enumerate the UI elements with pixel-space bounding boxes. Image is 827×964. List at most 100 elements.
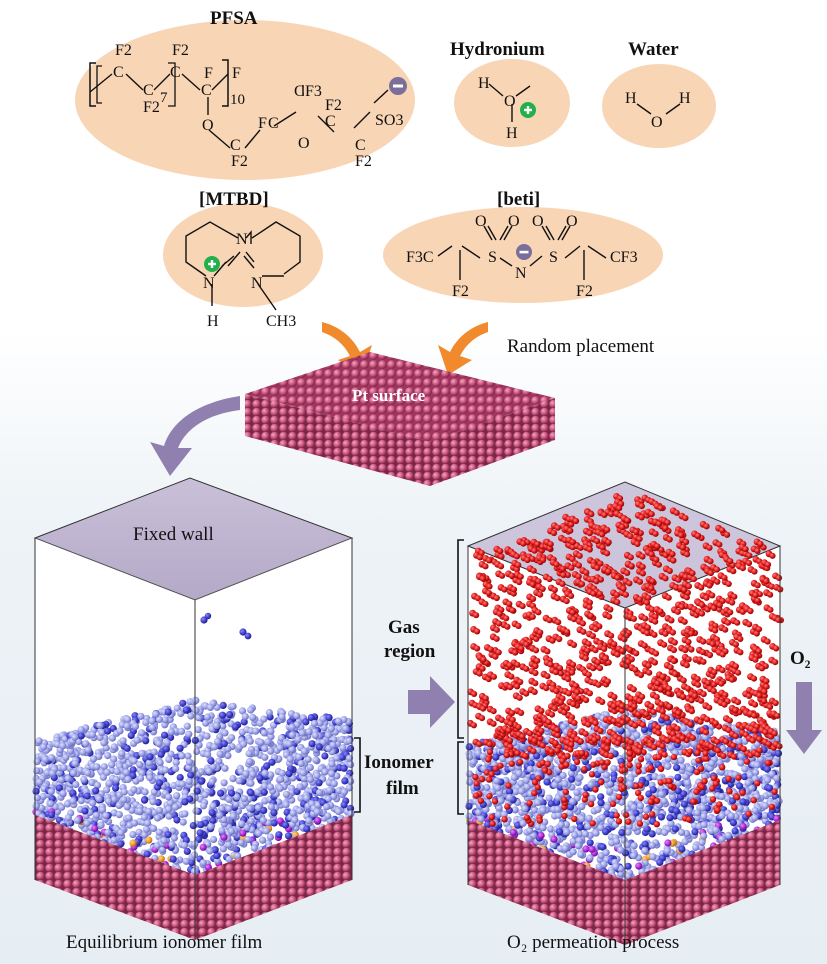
ionomer-atom (35, 778, 44, 786)
ionomer-atom (330, 792, 338, 801)
ionomer-atom (124, 715, 132, 724)
ionomer-atom (633, 731, 641, 739)
oxygen-atom (594, 564, 601, 572)
oxygen-atom (664, 675, 671, 683)
ionomer-atom (141, 788, 149, 796)
oxygen-atom (658, 546, 665, 553)
ionomer-atom-dark (739, 798, 747, 806)
anion-atom (157, 855, 165, 863)
oxygen-atom (636, 578, 644, 585)
ionomer-atom-dark (129, 766, 137, 774)
ionomer-atom (187, 712, 195, 720)
ionomer-atom (96, 721, 104, 730)
ionomer-atom (512, 788, 520, 796)
down-arrow-icon (786, 682, 822, 754)
oxygen-atom (501, 816, 508, 823)
ionomer-atom (718, 812, 726, 820)
oxygen-atom (491, 798, 499, 805)
oxygen-atom (651, 631, 658, 638)
oxygen-atom (680, 693, 687, 700)
oxygen-atom (608, 510, 615, 518)
oxygen-atom (489, 820, 496, 827)
ionomer-atom (58, 803, 66, 811)
oxygen-atom (743, 758, 751, 765)
right-pt-front (468, 820, 625, 945)
ionomer-atom (71, 759, 79, 768)
ionomer-atom (306, 775, 314, 784)
ionomer-atom (345, 737, 353, 745)
ionomer-atom (496, 741, 505, 750)
oxygen-atom (703, 729, 710, 736)
ionomer-atom (576, 773, 584, 782)
oxygen-atom (553, 669, 560, 676)
ionomer-atom (293, 712, 301, 720)
ionomer-atom (326, 786, 334, 794)
oxygen-atom (480, 656, 487, 663)
ionomer-atom (479, 752, 487, 761)
ionomer-atom (255, 829, 263, 837)
ionomer-atom-dark (176, 744, 184, 752)
water-atom: O (651, 114, 663, 131)
pfsa-atom: F3 (305, 83, 322, 100)
oxygen-atom (667, 664, 674, 671)
pfsa-atom: C (268, 115, 279, 132)
oxygen-atom (589, 820, 596, 827)
oxygen-atom (607, 752, 615, 760)
ionomer-atom (506, 793, 514, 802)
ionomer-atom-dark (219, 701, 227, 710)
ionomer-atom (539, 824, 547, 832)
oxygen-atom (719, 667, 726, 674)
oxygen-atom (556, 635, 563, 643)
ionomer-atom (493, 777, 501, 785)
oxygen-atom (619, 524, 626, 531)
oxygen-atom (752, 656, 759, 663)
oxygen-atom (754, 597, 761, 604)
oxygen-atom (548, 711, 556, 718)
oxygen-atom (545, 719, 552, 726)
ionomer-atom-dark (774, 749, 783, 758)
oxygen-atom (625, 745, 633, 752)
ionomer-atom (511, 806, 519, 814)
oxygen-atom (497, 762, 504, 769)
ionomer-atom-dark (303, 825, 311, 833)
oxygen-atom (627, 533, 634, 540)
oxygen-atom (663, 715, 670, 722)
oxygen-atom (578, 581, 586, 588)
oxygen-atom (670, 557, 677, 564)
oxygen-atom (719, 651, 726, 658)
ionomer-atom (239, 740, 248, 748)
oxygen-atom (479, 575, 486, 582)
oxygen-atom (648, 585, 655, 592)
oxygen-atom (490, 673, 497, 680)
ionomer-atom (515, 769, 523, 778)
oxygen-atom (707, 569, 715, 577)
equilibrium-caption: Equilibrium ionomer film (66, 932, 263, 953)
ionomer-atom-dark (263, 762, 271, 770)
ionomer-atom (221, 764, 229, 772)
ionomer-atom (92, 811, 100, 819)
ionomer-atom (105, 797, 113, 805)
ionomer-atom (235, 777, 243, 785)
oxygen-atom (730, 742, 737, 749)
oxygen-atom (580, 628, 587, 635)
oxygen-atom (539, 585, 546, 593)
ionomer-atom (581, 830, 590, 838)
oxygen-atom (495, 649, 502, 656)
ionomer-atom-dark (218, 711, 227, 719)
oxygen-atom (568, 521, 575, 528)
ionomer-atom (592, 829, 600, 837)
ionomer-atom-dark (527, 759, 535, 768)
oxygen-atom (650, 708, 657, 716)
oxygen-atom (586, 530, 593, 537)
ionomer-atom (225, 855, 233, 863)
oxygen-atom (530, 748, 537, 755)
oxygen-atom (613, 591, 621, 598)
oxygen-atom (690, 798, 697, 805)
ionomer-atom (233, 793, 241, 801)
ionomer-atom (554, 805, 562, 813)
oxygen-atom (541, 767, 549, 774)
oxygen-atom (710, 774, 718, 782)
oxygen-atom (758, 665, 766, 672)
ionomer-atom-dark (209, 816, 217, 825)
ionomer-atom-dark (741, 773, 749, 781)
